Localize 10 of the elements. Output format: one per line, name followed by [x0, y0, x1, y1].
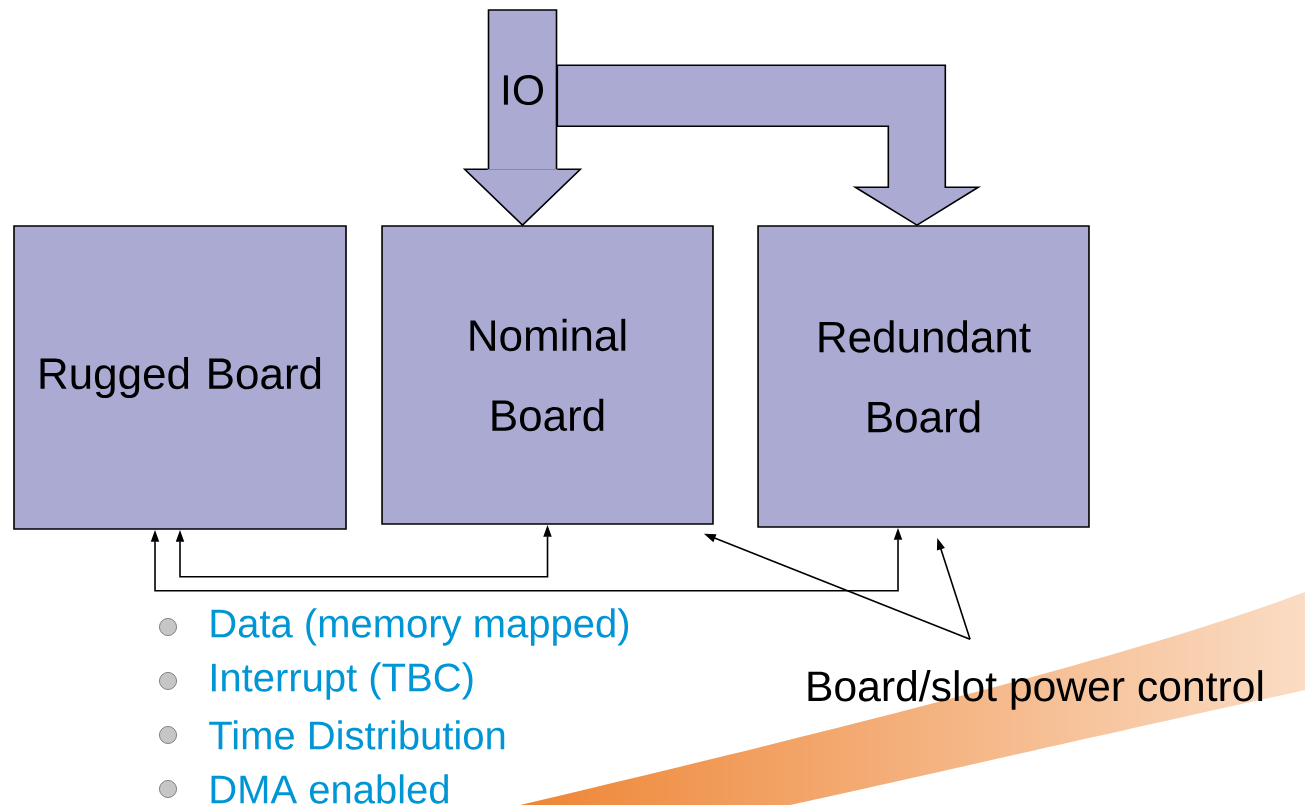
block-arrow	[556, 64, 982, 227]
bullet-text: Time Distribution	[209, 720, 505, 750]
block-arrow	[462, 168, 583, 227]
callout-text: Board/slot power control	[808, 670, 1263, 710]
bullet-text: Data (memory mapped)	[211, 608, 629, 646]
bullet-text: Interrupt (TBC)	[212, 662, 473, 700]
board-box: Rugged Board	[13, 225, 347, 530]
board-box: Nominal Board	[381, 225, 714, 525]
bullet-text: DMA enabled	[211, 774, 448, 804]
board-box: Redundant Board	[757, 225, 1090, 528]
